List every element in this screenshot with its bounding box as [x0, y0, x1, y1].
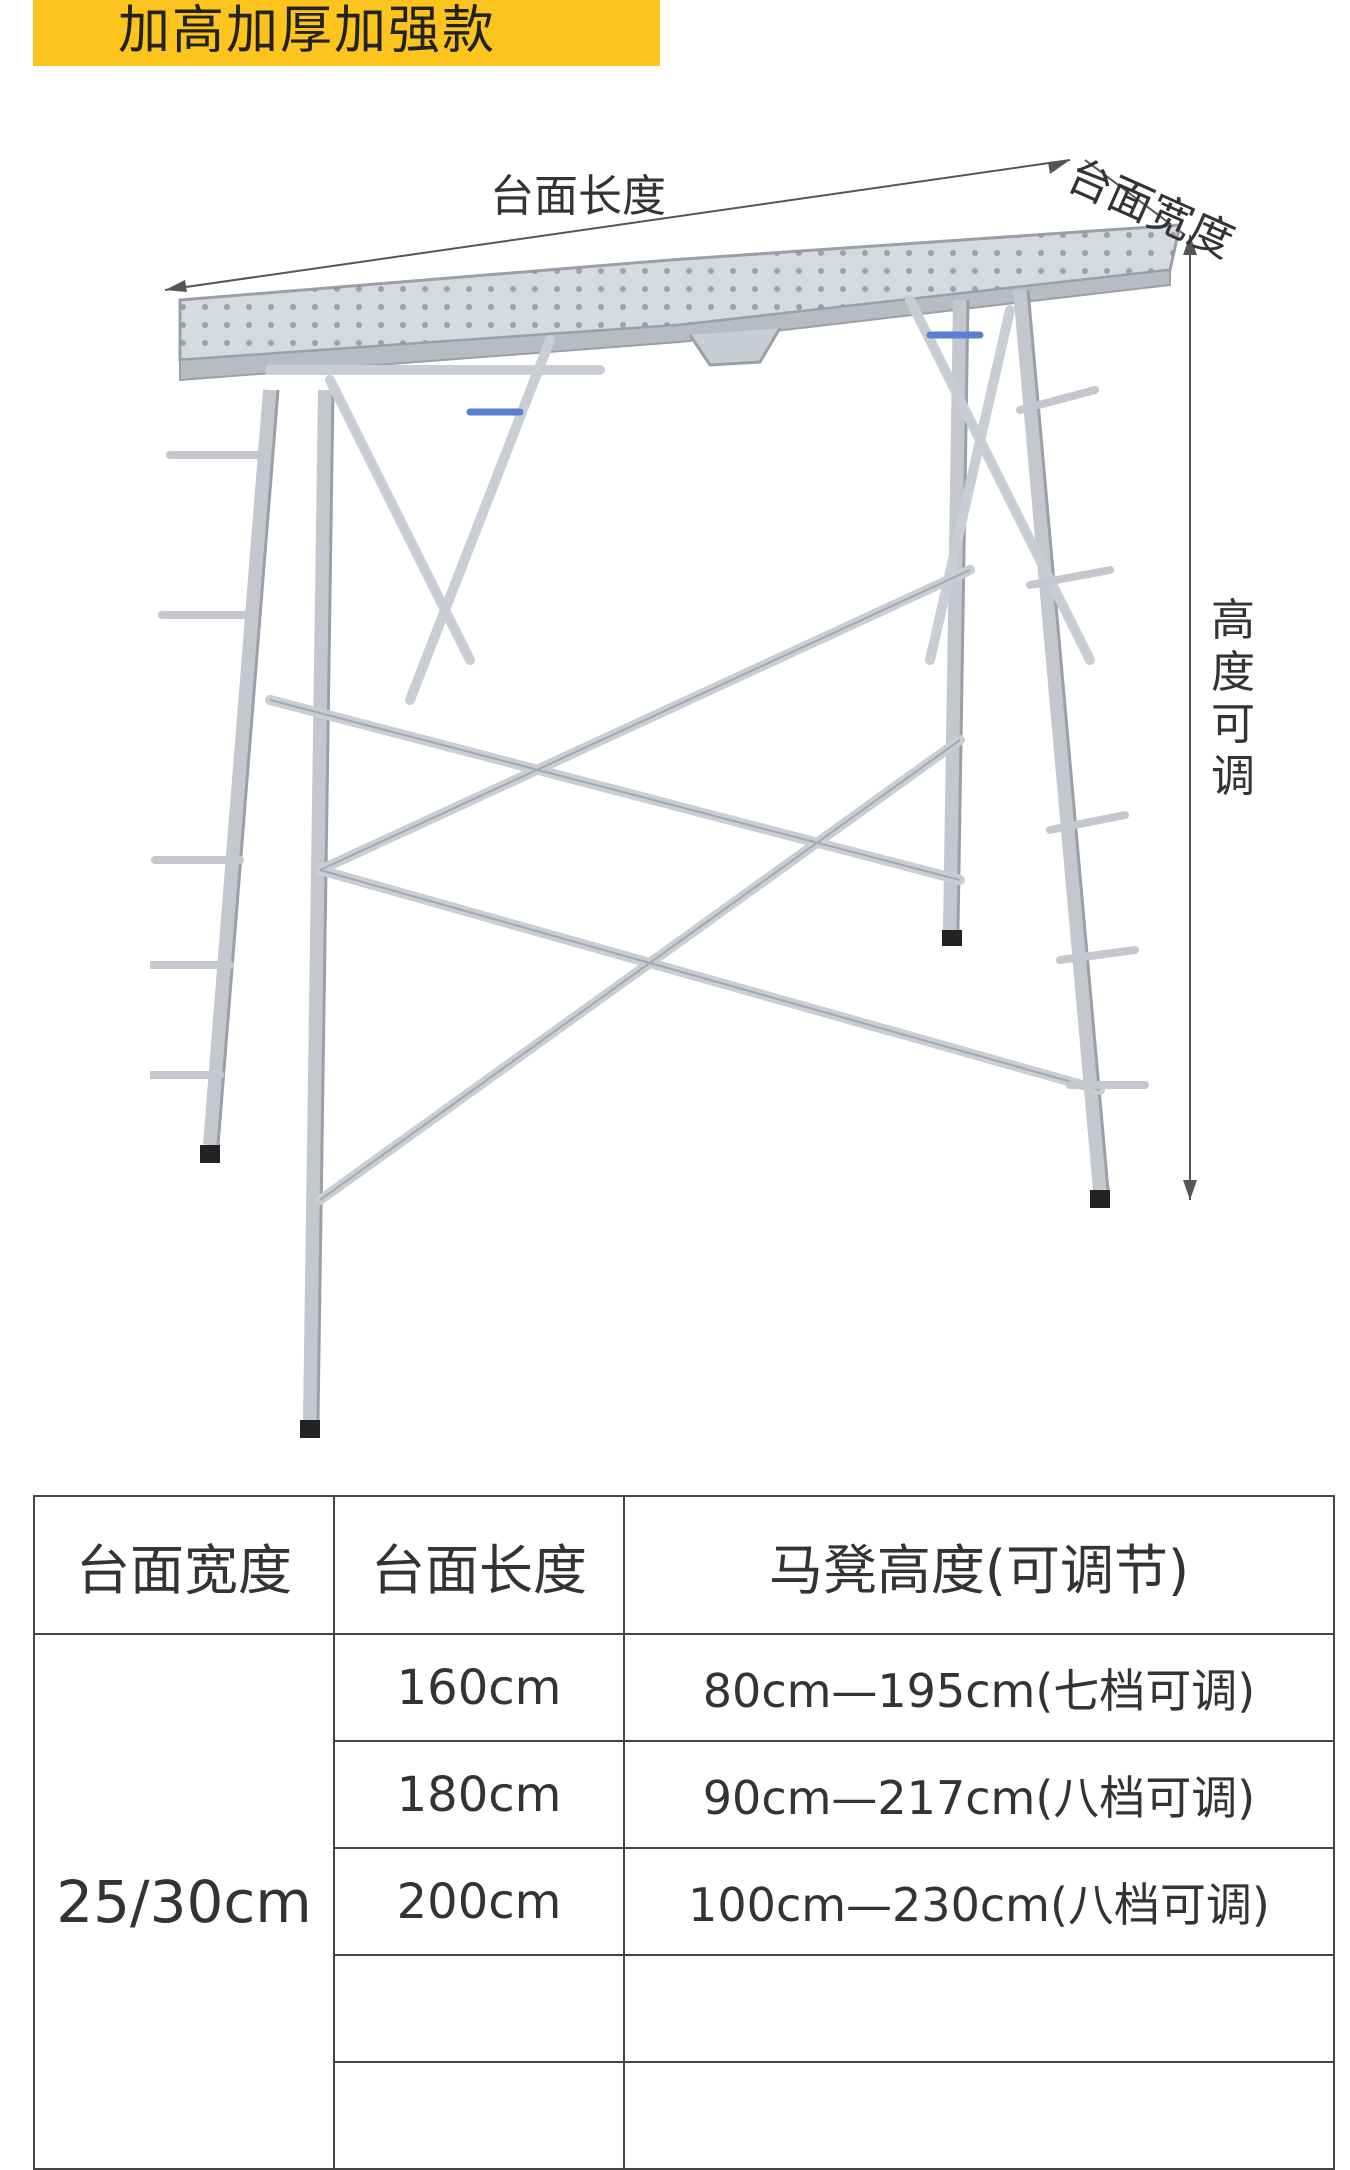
table-row: 180cm 90cm—217cm(八档可调)	[34, 1740, 1335, 1849]
table-header-row: 台面宽度 台面长度 马凳高度(可调节)	[33, 1495, 1335, 1635]
length-cell	[333, 2061, 625, 2170]
length-cell	[333, 1954, 625, 2063]
height-range-cell: 90cm—217cm(八档可调)	[623, 1740, 1335, 1849]
trestle-scaffold-photo	[150, 159, 1197, 1438]
banner-title: 加高加厚加强款	[118, 1, 497, 61]
table-row	[34, 1954, 1335, 2063]
title-banner	[33, 0, 660, 66]
width-value-cell: 25/30cm	[33, 1633, 335, 2170]
height-range-cell: 100cm—230cm(八档可调)	[623, 1847, 1335, 1956]
height-range-cell: 80cm—195cm(七档可调)	[623, 1633, 1335, 1742]
header-height: 马凳高度(可调节)	[623, 1495, 1335, 1635]
length-cell: 200cm	[333, 1847, 625, 1956]
table-row: 200cm 100cm—230cm(八档可调)	[34, 1847, 1335, 1956]
header-length: 台面长度	[333, 1495, 625, 1635]
spec-table: 台面宽度 台面长度 马凳高度(可调节) 25/30cm 160cm 80cm—1…	[33, 1495, 1335, 2170]
length-dimension-label: 台面长度	[490, 171, 666, 222]
header-width: 台面宽度	[33, 1495, 335, 1635]
height-dimension-label: 高度可调	[1211, 595, 1255, 802]
table-row: 25/30cm 160cm 80cm—195cm(七档可调)	[33, 1633, 1335, 2170]
height-range-cell	[623, 2061, 1335, 2170]
height-range-cell	[623, 1954, 1335, 2063]
length-cell: 180cm	[333, 1740, 625, 1849]
length-cell: 160cm	[333, 1633, 625, 1742]
